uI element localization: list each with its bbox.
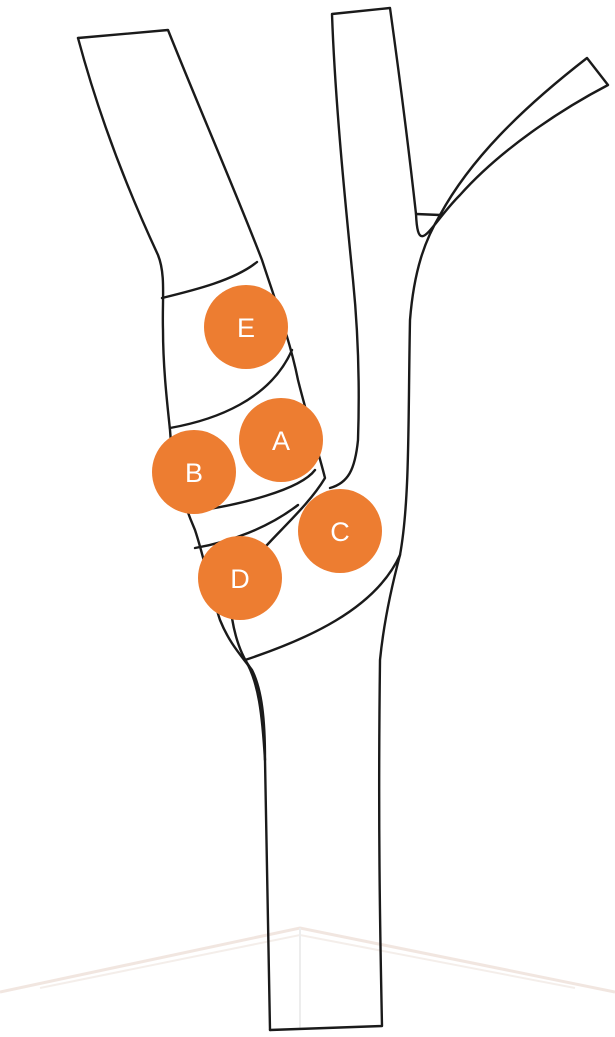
marker-c-circle[interactable] <box>298 489 382 573</box>
marker-c[interactable]: C <box>298 489 382 573</box>
marker-e[interactable]: E <box>204 285 288 369</box>
marker-e-circle[interactable] <box>204 285 288 369</box>
marker-d[interactable]: D <box>198 536 282 620</box>
watermark-graphic <box>0 928 615 1030</box>
marker-d-circle[interactable] <box>198 536 282 620</box>
marker-b[interactable]: B <box>152 430 236 514</box>
marker-b-circle[interactable] <box>152 430 236 514</box>
marker-a-circle[interactable] <box>239 398 323 482</box>
marker-a[interactable]: A <box>239 398 323 482</box>
